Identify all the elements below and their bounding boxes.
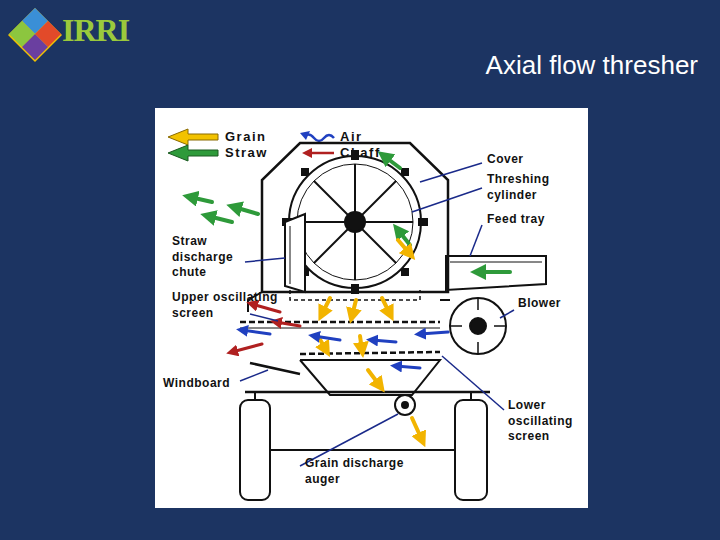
legend-text: Grain <box>225 129 266 144</box>
part-label: Windboard <box>163 376 230 392</box>
part-label: Lower oscillating screen <box>508 398 584 445</box>
part-label: Upper oscillating screen <box>172 290 290 321</box>
logo-mark <box>8 8 62 62</box>
part-label: Feed tray <box>487 212 545 228</box>
slide-title: Axial flow thresher <box>486 50 698 81</box>
part-label: Grain discharge auger <box>305 456 430 487</box>
logo-text: IRRI <box>62 12 129 49</box>
legend-text: Chaff <box>340 145 381 160</box>
legend-text: Air <box>340 129 363 144</box>
part-label: Blower <box>518 296 561 312</box>
legend-text: Straw <box>225 145 268 160</box>
part-label: Cover <box>487 152 524 168</box>
figure-panel <box>155 108 588 508</box>
leader-lines <box>240 163 514 466</box>
part-label: Threshing cylinder <box>487 172 567 203</box>
legend-samples <box>168 129 334 161</box>
part-label: Straw discharge chute <box>172 234 248 281</box>
